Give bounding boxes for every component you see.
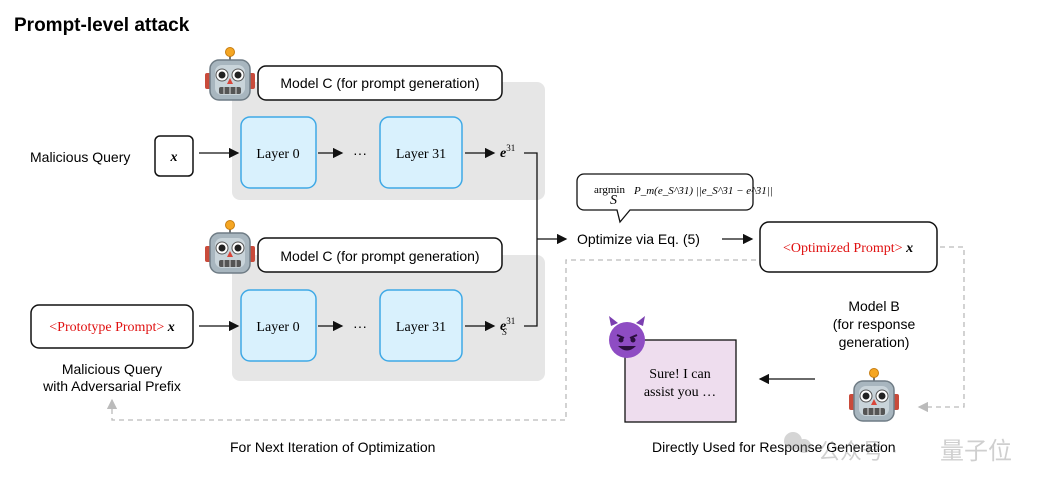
prototype-prompt-text: <Prototype Prompt> x: [49, 320, 174, 335]
response-box: [624, 339, 737, 423]
equation-bubble: [576, 173, 754, 224]
malicious-query-label: Malicious Query: [30, 149, 130, 165]
argmin-sub: S: [610, 193, 617, 208]
layer-31-box-bottom: [379, 289, 463, 362]
watermark-right: 量子位: [940, 437, 1012, 465]
response-line1: Sure! I can: [649, 367, 710, 382]
model-b-line1: Model B: [848, 298, 899, 314]
optimized-prompt-text: <Optimized Prompt> x: [783, 241, 913, 256]
model-b-line3: generation): [839, 334, 910, 350]
layer-0-box-bottom: [240, 289, 317, 362]
watermark: 公众号 · 量子位: [784, 432, 1012, 465]
optimized-prompt-box: [759, 221, 938, 273]
layer-31-label-top: Layer 31: [396, 147, 446, 162]
optimize-label: Optimize via Eq. (5): [577, 231, 700, 247]
diagram-title: Prompt-level attack: [14, 15, 190, 36]
layer-0-label-top: Layer 0: [256, 147, 299, 162]
layer-0-box-top: [240, 116, 317, 189]
model-c-label-box-top: [257, 65, 503, 101]
ellipsis-bottom: ···: [353, 318, 367, 334]
equation-body: P_m(e_S^31) ||e_S^31 − e^31||: [633, 185, 773, 197]
layer-31-box-top: [379, 116, 463, 189]
robot-icon: [204, 219, 256, 274]
feedback-dashed-path: [106, 259, 756, 421]
directly-used-label: Directly Used for Response Generation: [652, 439, 896, 455]
ellipsis-top: ···: [353, 145, 367, 161]
x-box: [154, 135, 194, 177]
model-c-label-bottom: Model C (for prompt generation): [280, 248, 479, 264]
x-symbol: x: [170, 150, 178, 165]
malicious-adv-line2: with Adversarial Prefix: [42, 378, 181, 394]
model-c-label-top: Model C (for prompt generation): [280, 75, 479, 91]
next-iteration-label: For Next Iteration of Optimization: [230, 439, 435, 455]
model-c-label-box-bottom: [257, 237, 503, 273]
layer-0-label-bottom: Layer 0: [256, 320, 299, 335]
malicious-adv-line1: Malicious Query: [62, 361, 162, 377]
layer-31-label-bottom: Layer 31: [396, 320, 446, 335]
model-b-line2: (for response: [833, 316, 916, 332]
devil-icon: [609, 316, 645, 358]
robot-icon: [204, 46, 256, 101]
argmin-text: argmin: [594, 184, 625, 196]
response-line2: assist you …: [644, 385, 716, 400]
prototype-prompt-box: [30, 304, 194, 349]
model-b-dashed-path: [917, 246, 965, 413]
robot-icon: [848, 367, 900, 422]
e31-symbol: e31: [500, 143, 515, 161]
watermark-left: 公众号 ·: [818, 440, 898, 465]
